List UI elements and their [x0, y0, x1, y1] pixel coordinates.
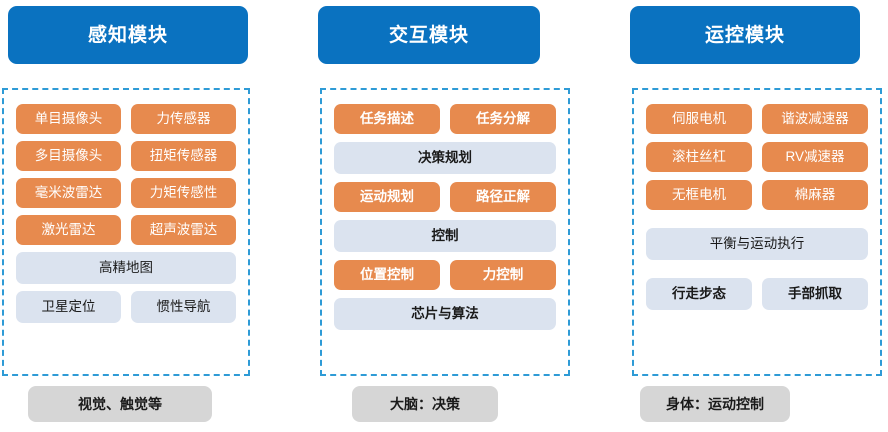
chip-item[interactable]: 扭矩传感器 — [131, 141, 236, 171]
chip-item[interactable]: 多目摄像头 — [16, 141, 121, 171]
column-motion-control: 运控模块 伺服电机 谐波减速器 滚柱丝杠 RV减速器 无框电机 棉麻器 平衡与运… — [612, 0, 888, 432]
chip-item[interactable]: 行走步态 — [646, 278, 752, 310]
chip-row: 伺服电机 谐波减速器 — [646, 104, 868, 134]
column-header-interaction[interactable]: 交互模块 — [318, 6, 540, 64]
chip-row: 多目摄像头 扭矩传感器 — [16, 141, 236, 171]
chip-row: 平衡与运动执行 — [646, 228, 868, 260]
column-interaction: 交互模块 任务描述 任务分解 决策规划 运动规划 路径正解 控制 — [300, 0, 590, 432]
chip-item[interactable]: 决策规划 — [334, 142, 556, 174]
chip-item[interactable]: 毫米波雷达 — [16, 178, 121, 208]
chip-row: 芯片与算法 — [334, 298, 556, 330]
column-perception: 感知模块 单目摄像头 力传感器 多目摄像头 扭矩传感器 毫米波雷达 力矩传感性 … — [0, 0, 296, 432]
chip-item[interactable]: 手部抓取 — [762, 278, 868, 310]
chip-rows-motion-control: 伺服电机 谐波减速器 滚柱丝杠 RV减速器 无框电机 棉麻器 平衡与运动执行 行… — [646, 104, 868, 310]
column-header-motion-control[interactable]: 运控模块 — [630, 6, 860, 64]
column-caption-perception: 视觉、触觉等 — [28, 386, 212, 422]
chip-item[interactable]: 力控制 — [450, 260, 556, 290]
chip-item[interactable]: 力矩传感性 — [131, 178, 236, 208]
chip-rows-interaction: 任务描述 任务分解 决策规划 运动规划 路径正解 控制 位置控制 力控制 — [334, 104, 556, 330]
chip-row: 决策规划 — [334, 142, 556, 174]
chip-row: 任务描述 任务分解 — [334, 104, 556, 134]
chip-item[interactable]: 位置控制 — [334, 260, 440, 290]
column-header-title: 交互模块 — [388, 24, 469, 46]
chip-item[interactable]: 惯性导航 — [131, 291, 236, 323]
column-caption-text: 视觉、触觉等 — [78, 396, 162, 412]
chip-item[interactable]: 滚柱丝杠 — [646, 142, 752, 172]
chip-item[interactable]: 任务描述 — [334, 104, 440, 134]
dashed-group-interaction: 任务描述 任务分解 决策规划 运动规划 路径正解 控制 位置控制 力控制 — [320, 88, 570, 376]
chip-row: 控制 — [334, 220, 556, 252]
chip-rows-perception: 单目摄像头 力传感器 多目摄像头 扭矩传感器 毫米波雷达 力矩传感性 激光雷达 … — [16, 104, 236, 323]
chip-item[interactable]: 芯片与算法 — [334, 298, 556, 330]
column-caption-interaction: 大脑：决策 — [352, 386, 498, 422]
chip-row: 无框电机 棉麻器 — [646, 180, 868, 210]
dashed-group-perception: 单目摄像头 力传感器 多目摄像头 扭矩传感器 毫米波雷达 力矩传感性 激光雷达 … — [2, 88, 250, 376]
column-caption-motion-control: 身体：运动控制 — [640, 386, 790, 422]
chip-row: 位置控制 力控制 — [334, 260, 556, 290]
chip-row: 毫米波雷达 力矩传感性 — [16, 178, 236, 208]
chip-row: 行走步态 手部抓取 — [646, 278, 868, 310]
chip-row: 单目摄像头 力传感器 — [16, 104, 236, 134]
chip-item[interactable]: 高精地图 — [16, 252, 236, 284]
column-header-perception[interactable]: 感知模块 — [8, 6, 248, 64]
chip-row: 高精地图 — [16, 252, 236, 284]
chip-item[interactable]: 平衡与运动执行 — [646, 228, 868, 260]
chip-item[interactable]: 控制 — [334, 220, 556, 252]
chip-row: 激光雷达 超声波雷达 — [16, 215, 236, 245]
dashed-group-motion-control: 伺服电机 谐波减速器 滚柱丝杠 RV减速器 无框电机 棉麻器 平衡与运动执行 行… — [632, 88, 882, 376]
chip-item[interactable]: 卫星定位 — [16, 291, 121, 323]
chip-item[interactable]: RV减速器 — [762, 142, 868, 172]
column-caption-text: 身体：运动控制 — [666, 396, 764, 412]
chip-item[interactable]: 激光雷达 — [16, 215, 121, 245]
column-header-title: 感知模块 — [87, 24, 168, 46]
chip-item[interactable]: 伺服电机 — [646, 104, 752, 134]
column-caption-text: 大脑：决策 — [390, 396, 460, 412]
chip-row: 运动规划 路径正解 — [334, 182, 556, 212]
chip-item[interactable]: 棉麻器 — [762, 180, 868, 210]
chip-item[interactable]: 无框电机 — [646, 180, 752, 210]
chip-item[interactable]: 运动规划 — [334, 182, 440, 212]
chip-item[interactable]: 超声波雷达 — [131, 215, 236, 245]
chip-row: 卫星定位 惯性导航 — [16, 291, 236, 323]
chip-item[interactable]: 力传感器 — [131, 104, 236, 134]
chip-item[interactable]: 谐波减速器 — [762, 104, 868, 134]
chip-row: 滚柱丝杠 RV减速器 — [646, 142, 868, 172]
chip-item[interactable]: 路径正解 — [450, 182, 556, 212]
chip-item[interactable]: 任务分解 — [450, 104, 556, 134]
column-header-title: 运控模块 — [704, 24, 785, 46]
chip-item[interactable]: 单目摄像头 — [16, 104, 121, 134]
